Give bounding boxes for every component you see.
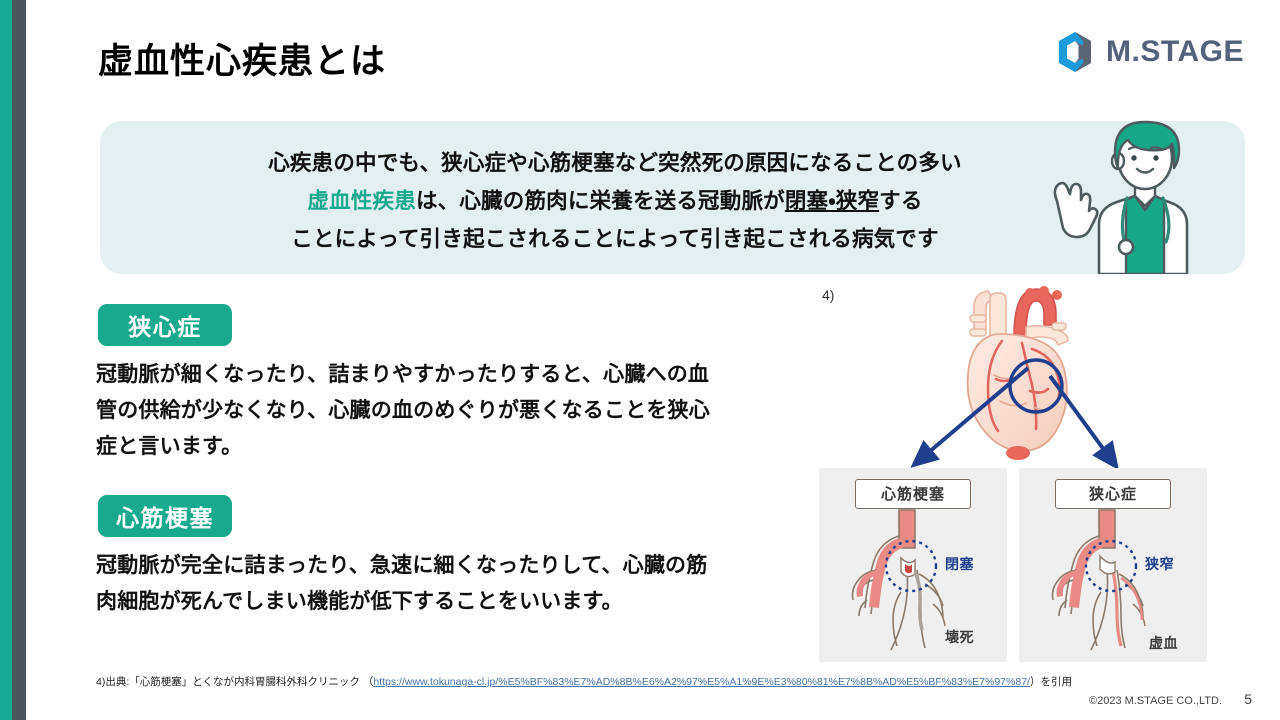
copyright-text: ©2023 M.STAGE CO.,LTD. [1088,695,1222,707]
section-body-angina: 冠動脈が細くなったり、詰まりやすかったりすると、心臓への血管の供給が少なくなり、… [96,363,710,458]
footnote-source-link[interactable]: https://www.tokunaga-cl.jp/%E5%BF%83%E7%… [373,676,1030,688]
figure-panel-angina: 狭心症 [1019,468,1207,662]
callout-text: 心疾患の中でも、狭心症や心筋梗塞など突然死の原因になることの多い 虚血性疾患は、… [100,144,1130,258]
panel-label-occlusion: 閉塞 [945,556,974,572]
callout-line-2: 虚血性疾患は、心臓の筋肉に栄養を送る冠動脈が閉塞・狭窄する [100,182,1130,220]
left-accent-stripe-teal [0,0,12,720]
footnote-suffix: ）を引用 [1029,676,1072,688]
callout-line-1: 心疾患の中でも、狭心症や心筋梗塞など突然死の原因になることの多い [268,151,962,175]
callout-line-2-mid: は、心臓の筋肉に栄養を送る冠動脈が [415,189,785,213]
figure-reference-marker: 4) [822,287,835,303]
callout-highlight-term: 虚血性疾患 [307,189,416,213]
left-accent-stripe-slate [12,0,26,720]
doctor-illustration [1049,106,1239,274]
panel-caption: 心筋梗塞 [855,479,971,509]
figure-panel-myocardial-infarction: 心筋梗塞 [819,468,1007,662]
footnote-prefix: 4)出典:「心筋梗塞」とくなが内科胃腸科外科クリニック （ [96,676,374,688]
panel-label-necrosis: 壊死 [945,629,974,645]
panel-label-ischemia: 虚血 [1149,635,1178,651]
callout-line-3: ことによって引き起こされることによって引き起こされる病気です [291,227,939,251]
callout-line-2-end: する [879,189,923,213]
page-number: 5 [1244,691,1252,707]
section-body-myocardial-infarction: 冠動脈が完全に詰まったり、急速に細くなったりして、心臓の筋肉細胞が死んでしまい機… [96,554,708,613]
panel-caption: 狭心症 [1055,479,1171,509]
section-badge-myocardial-infarction: 心筋梗塞 [98,495,232,537]
page-title: 虚血性心疾患とは [98,42,387,81]
heart-anatomy-illustration [930,283,1105,468]
brand-logo: M.STAGE [1053,30,1244,74]
panel-label-stenosis: 狭窄 [1145,556,1174,572]
callout-box: 心疾患の中でも、狭心症や心筋梗塞など突然死の原因になることの多い 虚血性疾患は、… [100,120,1245,274]
section-badge-angina: 狭心症 [98,304,232,346]
hexagon-logo-icon [1053,30,1097,74]
brand-logo-text: M.STAGE [1106,35,1244,68]
footnote-citation: 4)出典:「心筋梗塞」とくなが内科胃腸科外科クリニック （https://www… [96,674,1072,689]
callout-underlined-term: 閉塞・狭窄 [784,189,880,213]
